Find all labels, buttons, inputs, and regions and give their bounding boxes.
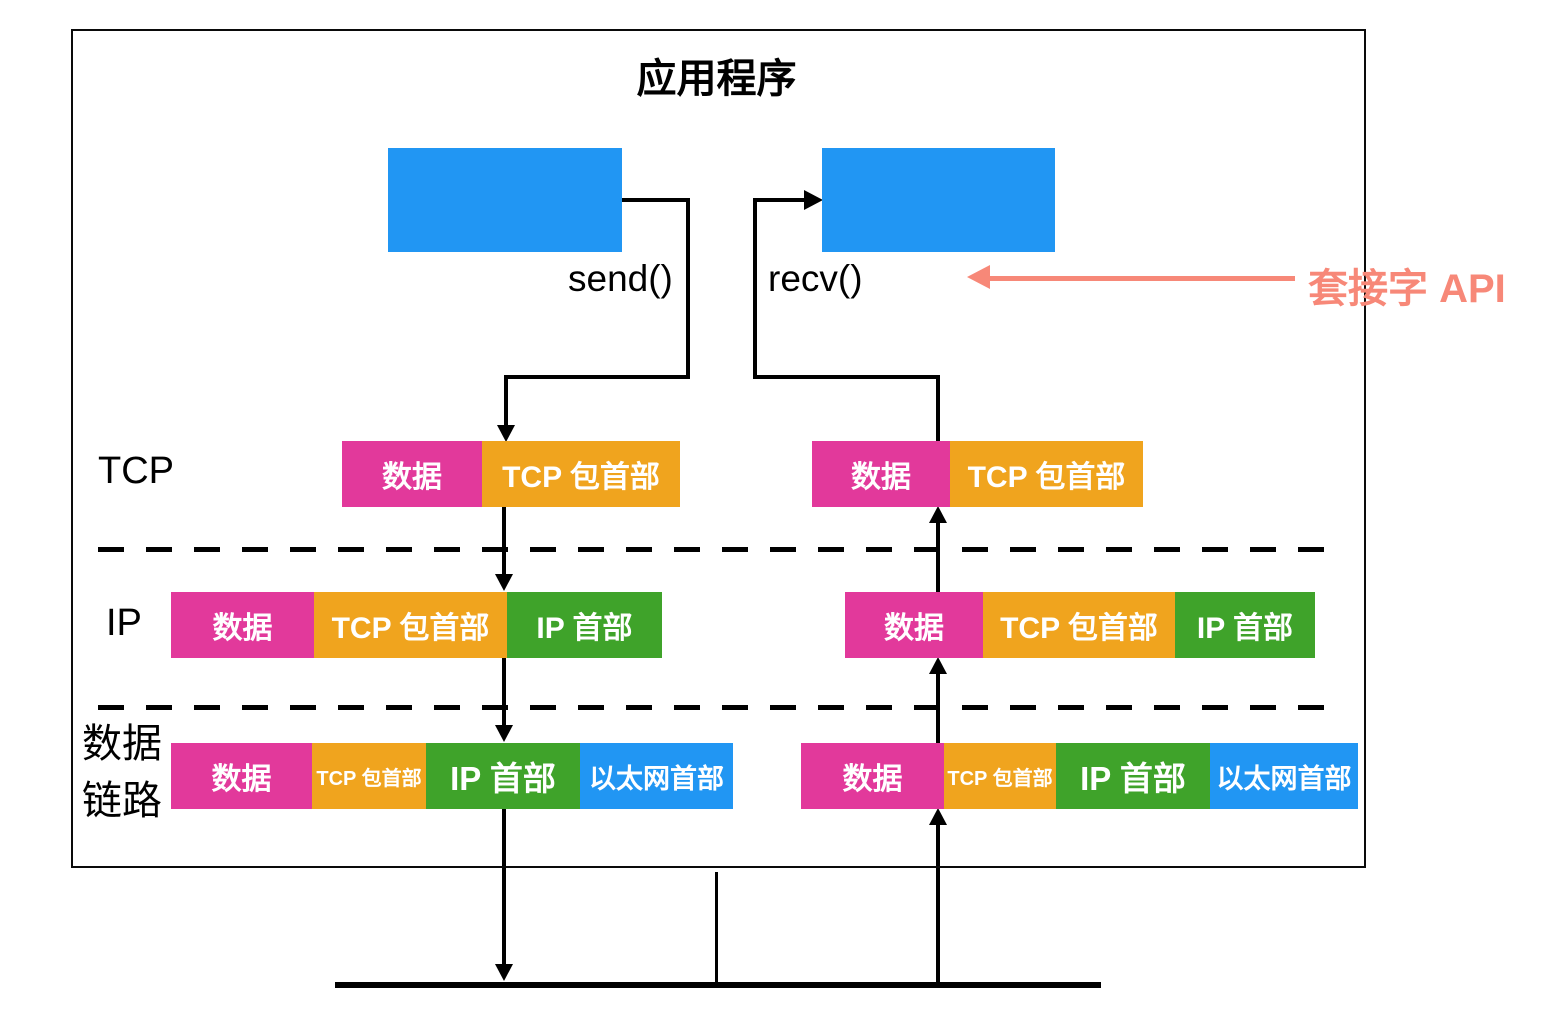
socket-api-arrow-line (988, 276, 1295, 281)
ip-packet-row-left: 数据 TCP 包首部 IP 首部 (171, 592, 662, 658)
arrow-down-icon (497, 425, 515, 442)
send-buffer-rect (388, 148, 622, 252)
layer-label-datalink-line1: 数据 (82, 722, 162, 766)
datalink-frame-row-left: 数据 TCP 包首部 IP 首部 以太网首部 (171, 743, 733, 809)
tcp-header-block: TCP 包首部 (950, 441, 1143, 507)
tcp-packet-row-right: 数据 TCP 包首部 (812, 441, 1143, 507)
tcp-header-block: TCP 包首部 (312, 743, 426, 809)
arrow-up-icon (929, 808, 947, 825)
ip-header-block: IP 首部 (1056, 743, 1210, 809)
recv-connector-segment (753, 375, 940, 379)
send-connector-segment (504, 375, 508, 427)
down-arrow-line (502, 809, 506, 966)
arrow-right-icon (804, 190, 823, 210)
network-medium-line (335, 982, 1101, 988)
tcp-header-block: TCP 包首部 (983, 592, 1175, 658)
recv-connector-segment (753, 198, 807, 202)
layer-label-tcp: TCP (98, 450, 174, 492)
tcp-header-block: TCP 包首部 (944, 743, 1056, 809)
ethernet-header-block: 以太网首部 (1210, 743, 1358, 809)
arrow-up-icon (929, 657, 947, 674)
down-arrow-line (502, 507, 506, 575)
ip-header-block: IP 首部 (426, 743, 580, 809)
ethernet-header-block: 以太网首部 (580, 743, 733, 809)
arrow-down-icon (495, 574, 513, 591)
data-block: 数据 (171, 592, 314, 658)
down-arrow-line (502, 658, 506, 726)
send-connector-segment (506, 375, 690, 379)
layer-separator-dashed-line (98, 705, 1343, 710)
data-block: 数据 (342, 441, 482, 507)
tcp-header-block: TCP 包首部 (314, 592, 507, 658)
ip-header-block: IP 首部 (1175, 592, 1315, 658)
data-block: 数据 (812, 441, 950, 507)
application-box (71, 29, 1366, 868)
data-block: 数据 (845, 592, 983, 658)
data-block: 数据 (801, 743, 944, 809)
ip-header-block: IP 首部 (507, 592, 662, 658)
send-connector-segment (620, 198, 690, 202)
tcp-packet-row-left: 数据 TCP 包首部 (342, 441, 680, 507)
diagram-title: 应用程序 (636, 57, 797, 101)
arrow-down-icon (495, 964, 513, 981)
layer-label-datalink: 数据 链路 (82, 716, 162, 830)
layer-separator-dashed-line (98, 547, 1343, 552)
arrow-up-icon (929, 506, 947, 523)
send-label: send() (568, 258, 673, 299)
up-arrow-line (936, 521, 940, 592)
layer-label-ip: IP (106, 602, 142, 644)
socket-api-label: 套接字 API (1308, 267, 1506, 311)
recv-label: recv() (768, 258, 863, 299)
ip-packet-row-right: 数据 TCP 包首部 IP 首部 (845, 592, 1315, 658)
recv-buffer-rect (822, 148, 1055, 252)
layer-label-datalink-line2: 链路 (82, 779, 162, 823)
wire-stub-line (715, 872, 718, 984)
up-arrow-line (936, 823, 940, 984)
recv-connector-segment (753, 198, 757, 379)
data-block: 数据 (171, 743, 312, 809)
arrow-left-icon (967, 265, 990, 289)
recv-connector-segment (936, 379, 940, 441)
send-connector-segment (686, 198, 690, 379)
up-arrow-line (936, 672, 940, 743)
tcp-header-block: TCP 包首部 (482, 441, 680, 507)
arrow-down-icon (495, 725, 513, 742)
datalink-frame-row-right: 数据 TCP 包首部 IP 首部 以太网首部 (801, 743, 1358, 809)
